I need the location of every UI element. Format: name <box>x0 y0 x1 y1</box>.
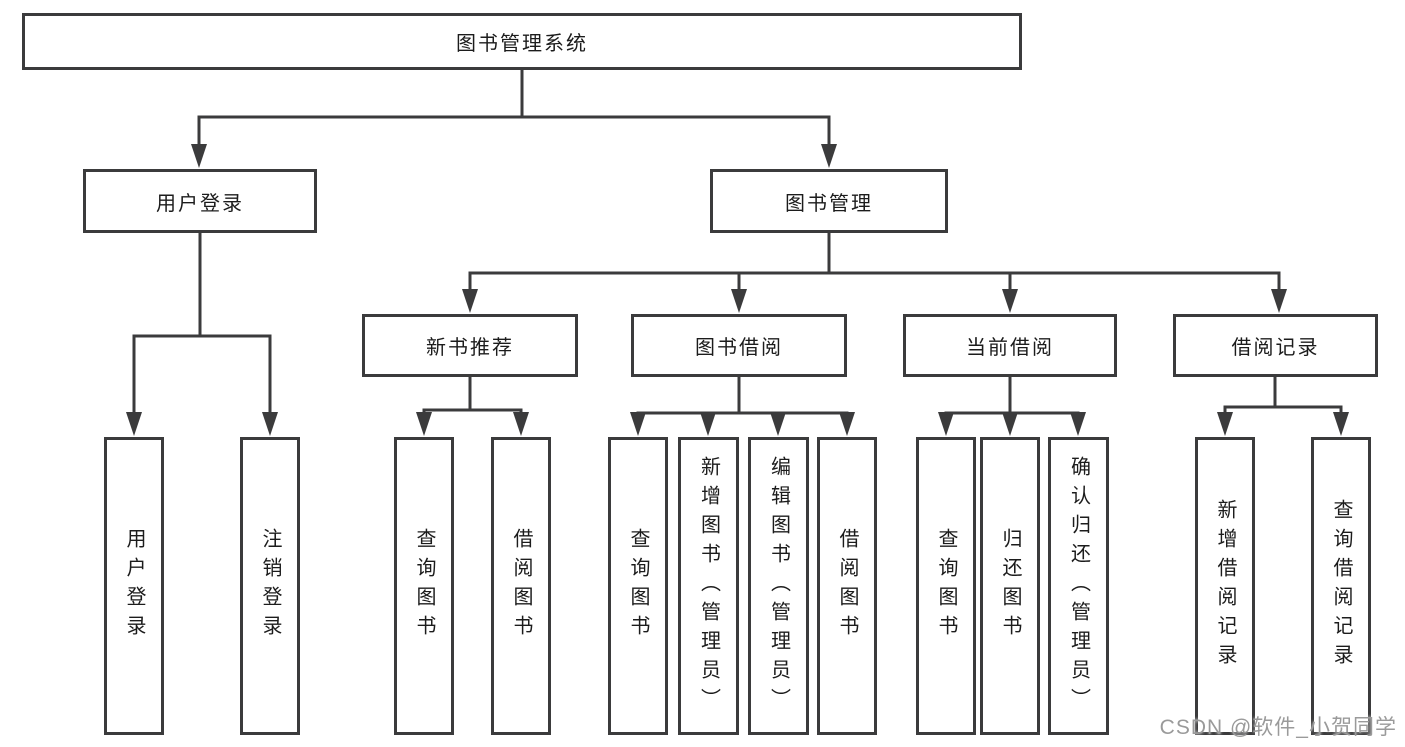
leaf-record-query: 查询借阅记录 <box>1311 437 1371 735</box>
node-borrow-record: 借阅记录 <box>1173 314 1378 377</box>
leaf-record-add: 新增借阅记录 <box>1195 437 1255 735</box>
node-new-book-recommend: 新书推荐 <box>362 314 578 377</box>
leaf-logout: 注销登录 <box>240 437 300 735</box>
leaf-borrow-query-book: 查询图书 <box>608 437 668 735</box>
leaf-user-login: 用户登录 <box>104 437 164 735</box>
leaf-recommend-query-book: 查询图书 <box>394 437 454 735</box>
leaf-current-return-book: 归还图书 <box>980 437 1040 735</box>
node-book-borrow: 图书借阅 <box>631 314 847 377</box>
node-current-borrow: 当前借阅 <box>903 314 1117 377</box>
csdn-watermark: CSDN @软件_小贺同学 <box>1159 716 1397 739</box>
leaf-borrow-borrow-book: 借阅图书 <box>817 437 877 735</box>
node-user-login: 用户登录 <box>83 169 317 233</box>
leaf-borrow-add-book-admin: 新增图书（管理员） <box>678 437 739 735</box>
leaf-current-query-book: 查询图书 <box>916 437 976 735</box>
leaf-current-confirm-return-admin: 确认归还（管理员） <box>1048 437 1109 735</box>
node-root: 图书管理系统 <box>22 13 1022 70</box>
node-book-management: 图书管理 <box>710 169 948 233</box>
leaf-recommend-borrow-book: 借阅图书 <box>491 437 551 735</box>
leaf-borrow-edit-book-admin: 编辑图书（管理员） <box>748 437 809 735</box>
